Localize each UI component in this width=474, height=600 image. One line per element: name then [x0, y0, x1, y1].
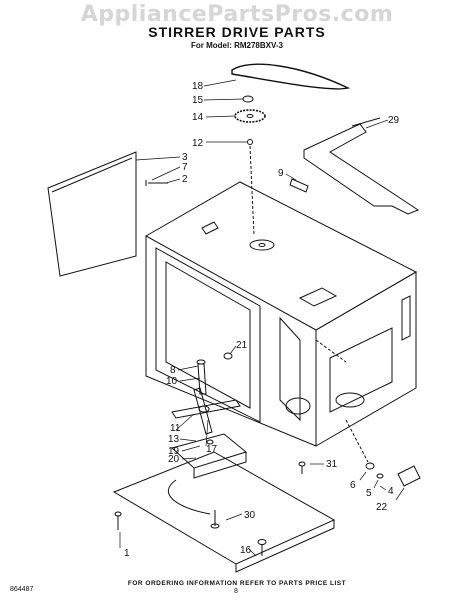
diagram-title: STIRRER DRIVE PARTS [148, 24, 326, 40]
side-panel-part [47, 151, 137, 277]
callout-1: 1 [124, 548, 130, 559]
callout-6: 6 [350, 480, 356, 491]
callout-18: 18 [192, 81, 204, 92]
callout-8: 8 [170, 365, 176, 376]
callout-11: 11 [170, 423, 181, 434]
callout-29: 29 [388, 115, 400, 126]
callout-12: 12 [192, 138, 204, 149]
callout-5: 5 [366, 488, 372, 499]
ordering-note: FOR ORDERING INFORMATION REFER TO PARTS … [127, 580, 347, 587]
belt-part [231, 63, 351, 90]
callout-2: 2 [182, 174, 188, 185]
callout-4: 4 [388, 486, 394, 497]
callout-15: 15 [192, 95, 204, 106]
page-number: 8 [234, 588, 238, 595]
callout-3: 3 [182, 152, 188, 163]
callout-10: 10 [166, 376, 178, 387]
watermark: AppliancePartsPros.com [80, 2, 394, 27]
document-code: 864487 [10, 586, 34, 593]
clip-part [242, 95, 254, 103]
callout-20: 20 [168, 454, 180, 465]
callout-31: 31 [326, 459, 338, 470]
duct-part [303, 123, 420, 215]
callout-13: 13 [168, 434, 180, 445]
pulley-part [234, 109, 266, 123]
stirrer-blade-part [171, 399, 241, 419]
callout-16: 16 [240, 545, 252, 556]
callout-14: 14 [192, 112, 204, 123]
callout-22: 22 [376, 502, 388, 513]
model-label: For Model: RM278BXV-3 [190, 41, 283, 50]
callout-21: 21 [236, 340, 248, 351]
callout-17: 17 [206, 444, 218, 455]
callout-30: 30 [244, 510, 256, 521]
oven-cavity [144, 181, 418, 331]
callout-9: 9 [278, 168, 284, 179]
callout-7: 7 [182, 162, 188, 173]
callout-19: 19 [168, 446, 180, 457]
